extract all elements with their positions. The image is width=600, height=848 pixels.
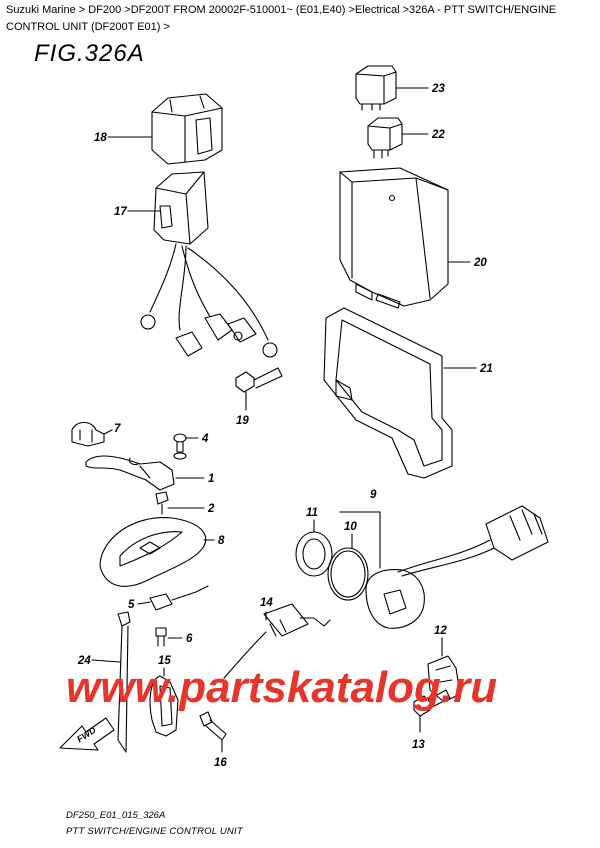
part-5-switch[interactable]: [149, 585, 209, 611]
part-12-clip[interactable]: [427, 655, 461, 703]
callout-1: 1: [208, 473, 214, 485]
part-17-relay-harness[interactable]: [140, 171, 278, 358]
part-19-bolt[interactable]: [235, 367, 283, 393]
callout-12: 12: [434, 625, 447, 637]
callout-15: 15: [158, 655, 171, 667]
callout-21: 21: [479, 363, 493, 375]
callout-17: 17: [114, 206, 127, 218]
callout-10: 10: [344, 521, 357, 533]
leader-7: [103, 429, 113, 435]
callout-24: 24: [77, 655, 91, 667]
footer-code: DF250_E01_015_326A: [66, 810, 166, 821]
part-24-cable-tie[interactable]: [117, 611, 131, 753]
callout-13: 13: [412, 739, 425, 751]
callout-18: 18: [94, 132, 107, 144]
part-2-screw[interactable]: [155, 491, 169, 515]
callout-16: 16: [214, 757, 227, 769]
figure-title: FIG.326A: [34, 40, 145, 67]
callout-11: 11: [306, 507, 318, 519]
part-18-cover[interactable]: [151, 93, 223, 165]
callout-20: 20: [473, 257, 487, 269]
leader-5: [137, 601, 151, 605]
part-20-ecu[interactable]: [339, 167, 449, 309]
part-16-screw[interactable]: [199, 711, 227, 741]
breadcrumb[interactable]: Suzuki Marine > DF200 >DF200T FROM 20002…: [6, 4, 557, 33]
part-22-relay[interactable]: [367, 117, 403, 159]
part-8-switch-housing[interactable]: [99, 517, 207, 587]
leader-24: [91, 659, 121, 663]
part-21-ecu-cover[interactable]: [323, 307, 453, 479]
callout-23: 23: [431, 83, 445, 95]
part-6-screw[interactable]: [155, 627, 167, 647]
watermark-text: www.partskatalog.ru: [66, 663, 497, 712]
part-7-clip[interactable]: [71, 421, 105, 447]
part-4-screw[interactable]: [173, 433, 187, 453]
callout-7: 7: [114, 423, 121, 435]
callout-2: 2: [207, 503, 215, 515]
part-15-bracket[interactable]: [149, 675, 179, 737]
part-1-bracket[interactable]: [85, 452, 187, 491]
callout-8: 8: [218, 535, 225, 547]
fwd-arrow-icon: FWD: [59, 717, 115, 751]
callout-6: 6: [186, 633, 193, 645]
part-23-relay[interactable]: [355, 65, 397, 111]
callout-19: 19: [236, 415, 249, 427]
callout-5: 5: [128, 599, 135, 611]
part-14-connector[interactable]: [223, 603, 331, 679]
callout-9: 9: [370, 489, 377, 501]
part-11-seal[interactable]: [295, 531, 333, 577]
callout-4: 4: [201, 433, 209, 445]
part-9-ptt-switch[interactable]: [365, 505, 549, 629]
part-10-oring[interactable]: [327, 547, 369, 601]
part-13-bolt[interactable]: [413, 689, 451, 717]
callout-22: 22: [431, 129, 445, 141]
footer-caption: PTT SWITCH/ENGINE CONTROL UNIT: [66, 826, 243, 837]
callout-14: 14: [260, 597, 273, 609]
